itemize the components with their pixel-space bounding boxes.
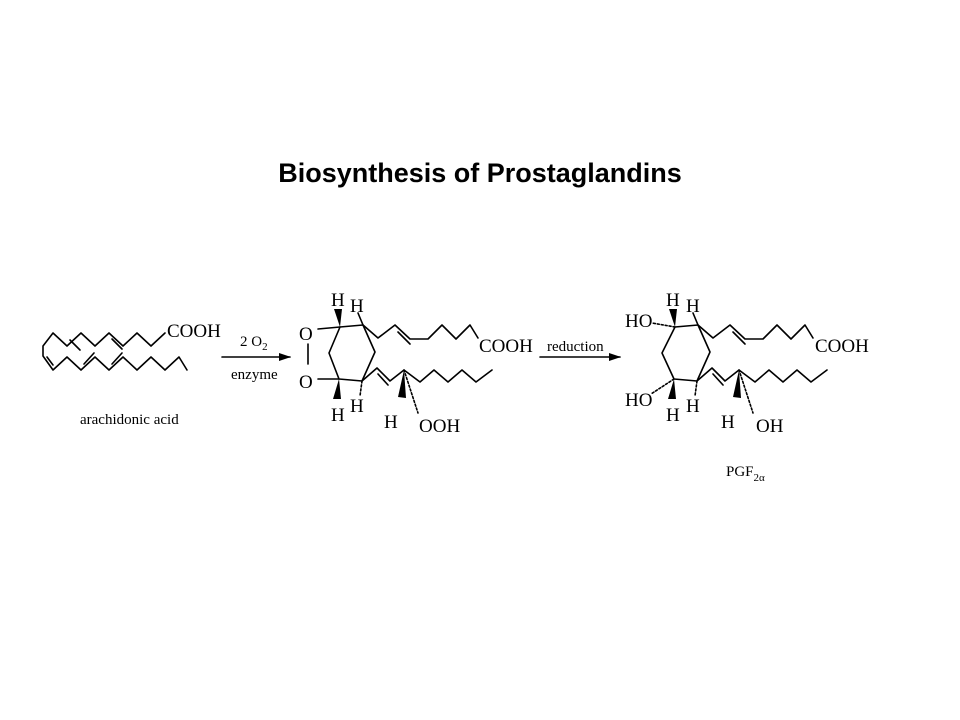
intermediate-cooh: COOH	[479, 336, 533, 357]
product-name: PGF2α	[726, 464, 765, 484]
intermediate-ooh: OOH	[419, 416, 460, 437]
product-ho-top: HO	[625, 311, 652, 332]
reactant-name: arachidonic acid	[80, 412, 179, 428]
intermediate-oxygen-bottom: O	[299, 372, 313, 393]
reagent-oxygen: 2 O2	[240, 334, 268, 353]
intermediate-h4: H	[350, 396, 364, 417]
product-cooh: COOH	[815, 336, 869, 357]
product-oh: OH	[756, 416, 784, 437]
intermediate-h2: H	[350, 296, 364, 317]
product-h1: H	[666, 290, 680, 311]
product-ho-bottom: HO	[625, 390, 652, 411]
arrow-step-1: 2 O2 enzyme	[221, 334, 291, 383]
intermediate-h3: H	[331, 405, 345, 426]
endoperoxide-intermediate: O O H H H H COOH H OOH	[299, 290, 533, 437]
product-h4: H	[686, 396, 700, 417]
product-h2: H	[686, 296, 700, 317]
arrow-step-2: reduction	[539, 339, 621, 361]
page-title: Biosynthesis of Prostaglandins	[278, 158, 682, 188]
product-h3: H	[666, 405, 680, 426]
arachidonic-acid-structure: COOH arachidonic acid	[42, 321, 221, 428]
reactant-cooh: COOH	[167, 321, 221, 342]
intermediate-h5: H	[384, 412, 398, 433]
reagent-enzyme: enzyme	[231, 367, 278, 383]
pgf2alpha-product: HO HO H H H H COOH H OH PGF2α	[625, 290, 869, 484]
intermediate-oxygen-top: O	[299, 324, 313, 345]
reagent-reduction: reduction	[547, 339, 604, 355]
intermediate-h1: H	[331, 290, 345, 311]
product-h5: H	[721, 412, 735, 433]
